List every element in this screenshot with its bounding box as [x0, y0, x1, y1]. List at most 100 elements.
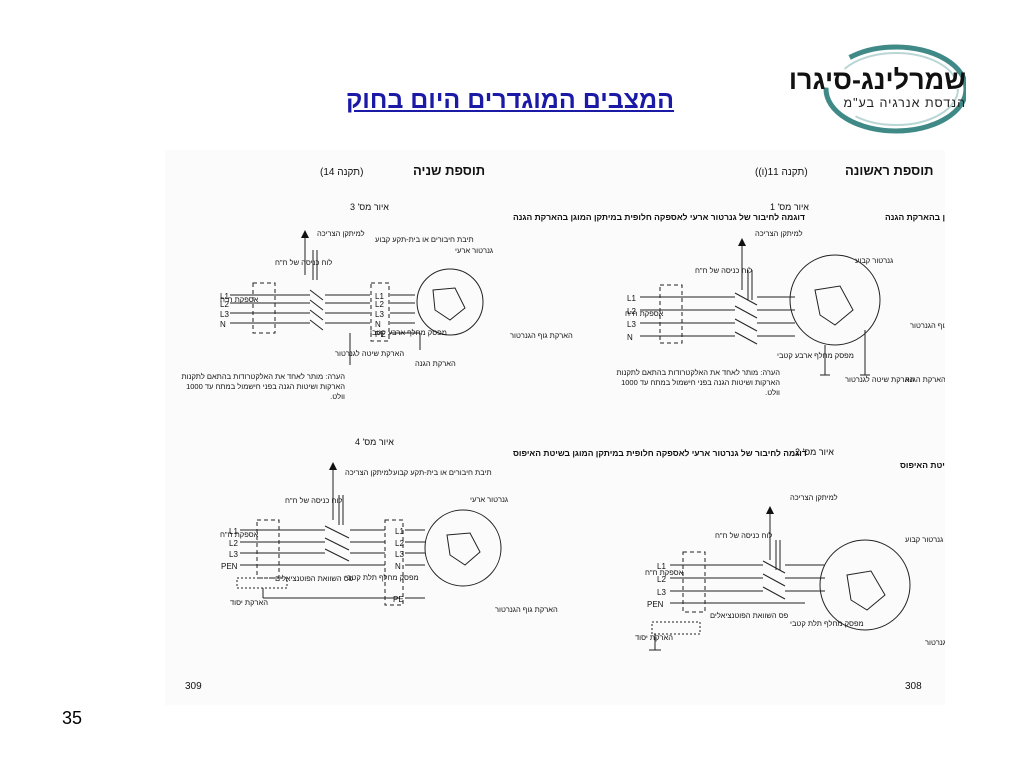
- fig3-note: הערה: מותר לאחד את האלקטרודות בהתאם לתקנ…: [181, 372, 345, 401]
- fig4-supply-label: אספקת ח"ח: [220, 530, 259, 539]
- fig4-line-label: L3: [229, 550, 238, 559]
- fig2-caption: דוגמה למפסק מחלף תלת קטבי במיתקן המוגן ב…: [900, 460, 945, 470]
- fig2-line-label: L2: [657, 575, 666, 584]
- fig1-number: איור מס' 1: [770, 202, 809, 212]
- fig1-line-label: N: [627, 333, 633, 342]
- fig1-system-earth-label: הארקת שיטה לגנרטור: [845, 375, 914, 384]
- fig1-supply-label: אספקת ח"ח: [625, 309, 664, 318]
- fig3-switch: [309, 289, 324, 331]
- fig3-line-label: N: [220, 320, 226, 329]
- fig3-switch-label: מפסק מחלף ארבע קטבי: [370, 328, 447, 337]
- fig1-winding-icon: [814, 285, 854, 326]
- fig1-to-installation: למיתקן הצריכה: [755, 229, 803, 238]
- left-heading: תוספת שניה: [413, 163, 485, 178]
- fig4-entry-panel-box: [256, 519, 280, 579]
- fig4-caption: דוגמה לחיבור של גנרטור ארעי לאספקה חלופי…: [513, 448, 807, 458]
- fig3-gen-line-label: N: [375, 320, 381, 329]
- fig3-generator-label: גנרטור ארעי: [455, 246, 493, 255]
- fig2-bar-box: [651, 621, 701, 635]
- fig1-lines: [640, 296, 795, 337]
- fig1-generator-label: גנרטור קבוע: [855, 256, 893, 265]
- fig3-caption: דוגמה לחיבור של גנרטור ארעי לאספקה חלופי…: [513, 212, 805, 222]
- fig3-gen-earth-label: הארקת שיטה לגנרטור: [335, 349, 404, 358]
- fig1-line-label: L3: [627, 320, 636, 329]
- slide-title: המצבים המוגדרים היום בחוק: [345, 86, 675, 114]
- fig2-generator-icon: [819, 539, 911, 631]
- fig4-winding-icon: [446, 532, 481, 566]
- fig4-gen-line-label: L1: [395, 527, 404, 536]
- fig4-line-label: L2: [229, 539, 238, 548]
- fig3-line-label: L3: [220, 310, 229, 319]
- fig3-junction-box-label: תיבת חיבורים או בית-תקע קבוע: [375, 235, 474, 244]
- right-heading: תוספת ראשונה: [845, 163, 934, 178]
- fig4-to-installation: למיתקן הצריכה: [345, 468, 393, 477]
- fig2-foundation-earth-label: הארקת יסוד: [635, 633, 673, 642]
- fig2-entry-panel-label: לוח כניסה של ח"ח: [715, 531, 772, 540]
- fig1-line-label: L1: [627, 294, 636, 303]
- fig2-line-label: PEN: [647, 600, 664, 609]
- fig4-junction-box: [384, 519, 404, 606]
- fig2-line-label: L3: [657, 588, 666, 597]
- fig3-lines: [230, 294, 420, 334]
- logo-name: שמרלינג-סיגרו: [788, 65, 966, 95]
- fig2-bar-label: פס השוואת הפוטנציאלים: [710, 611, 789, 620]
- fig3-supply-label: אספקת ח"ח: [220, 295, 259, 304]
- fig2-body-earth-label: הארקת גוף הגנרטור: [925, 638, 945, 647]
- fig1-note: הערה: מותר לאחד את האלקטרודות בהתאם לתקנ…: [616, 368, 780, 397]
- fig2-entry-panel-box: [682, 551, 706, 613]
- fig4-lines: [240, 529, 425, 599]
- fig3-winding-icon: [432, 287, 466, 321]
- fig4-generator-icon: [424, 509, 502, 587]
- fig4-switch-label: מפסק מחלף תלת קטבי: [345, 573, 419, 582]
- fig4-line-label: PEN: [221, 562, 238, 571]
- fig2-supply-label: אספקת ח"ח: [645, 568, 684, 577]
- fig4-junction-box-label: תיבת חיבורים או בית-תקע קבוע: [393, 468, 492, 477]
- fig1-switch-label: מפסק מחלף ארבע קטבי: [777, 351, 854, 360]
- fig4-body-earth-label: הארקת גוף הגנרטור: [495, 605, 558, 614]
- fig2-switch-label: מפסק מחלף תלת קטבי: [790, 619, 864, 628]
- fig4-number: איור מס' 4: [355, 437, 394, 447]
- fig4-gen-line-label: PE: [393, 595, 404, 604]
- fig3-line-label: L2: [220, 300, 229, 309]
- company-logo: שמרלינג-סיגרו הנדסת אנרגיה בע"מ: [788, 44, 966, 134]
- fig1-entry-panel-box: [659, 284, 683, 344]
- fig2-line-label: L1: [657, 562, 666, 571]
- fig1-protective-earth-label: הארקת הגנה: [905, 375, 945, 384]
- fig4-gen-line-label: L2: [395, 539, 404, 548]
- fig3-gen-line-label: L3: [375, 310, 384, 319]
- fig3-entry-panel-box: [252, 282, 276, 334]
- right-heading-note: (תקנה 11(ו)): [755, 167, 808, 178]
- fig3-gen-line-label: L1: [375, 292, 384, 301]
- fig4-bar-label: פס השוואת הפוטנציאלים: [275, 574, 354, 583]
- fig3-entry-panel-label: לוח כניסה של ח"ח: [275, 258, 332, 267]
- left-heading-note: (תקנה 14): [320, 167, 363, 178]
- fig1-entry-panel-label: לוח כניסה של ח"ח: [695, 266, 752, 275]
- logo-subtitle: הנדסת אנרגיה בע"מ: [843, 96, 966, 110]
- fig4-switch: [324, 525, 350, 562]
- fig3-generator-icon: [416, 268, 484, 336]
- fig3-gen-line-label: L2: [375, 300, 384, 309]
- right-page-number: 308: [905, 681, 922, 692]
- fig3-protective-earth-label: הארקת הגנה: [415, 359, 456, 368]
- fig2-switch: [762, 560, 786, 600]
- fig4-bar-box: [236, 577, 288, 589]
- fig4-line-label: L1: [229, 527, 238, 536]
- fig3-number: איור מס' 3: [350, 202, 389, 212]
- fig4-generator-label: גנרטור ארעי: [470, 495, 508, 504]
- fig3-to-installation: למיתקן הצריכה: [317, 229, 365, 238]
- fig4-foundation-earth-label: הארקת יסוד: [230, 598, 268, 607]
- fig2-lines: [670, 564, 825, 604]
- fig4-gen-line-label: L3: [395, 550, 404, 559]
- logo-ring-icon: [823, 44, 966, 134]
- fig2-winding-icon: [846, 570, 886, 611]
- wiring-diagrams: תוספת שניה (תקנה 14) איור מס' 3 דוגמה לח…: [181, 163, 1024, 692]
- slide-number: 35: [62, 708, 83, 728]
- fig1-generator-icon: [789, 254, 881, 346]
- fig3-junction-box: [370, 282, 390, 342]
- fig1-body-earth-label: הארקת גוף הגנרטור: [910, 321, 945, 330]
- fig2-number: איור מס' 2: [795, 447, 834, 457]
- fig1-line-label: L2: [627, 307, 636, 316]
- fig3-line-label: L1: [220, 292, 229, 301]
- fig4-entry-panel-label: לוח כניסה של ח"ח: [285, 496, 342, 505]
- fig2-to-installation: למיתקן הצריכה: [790, 493, 838, 502]
